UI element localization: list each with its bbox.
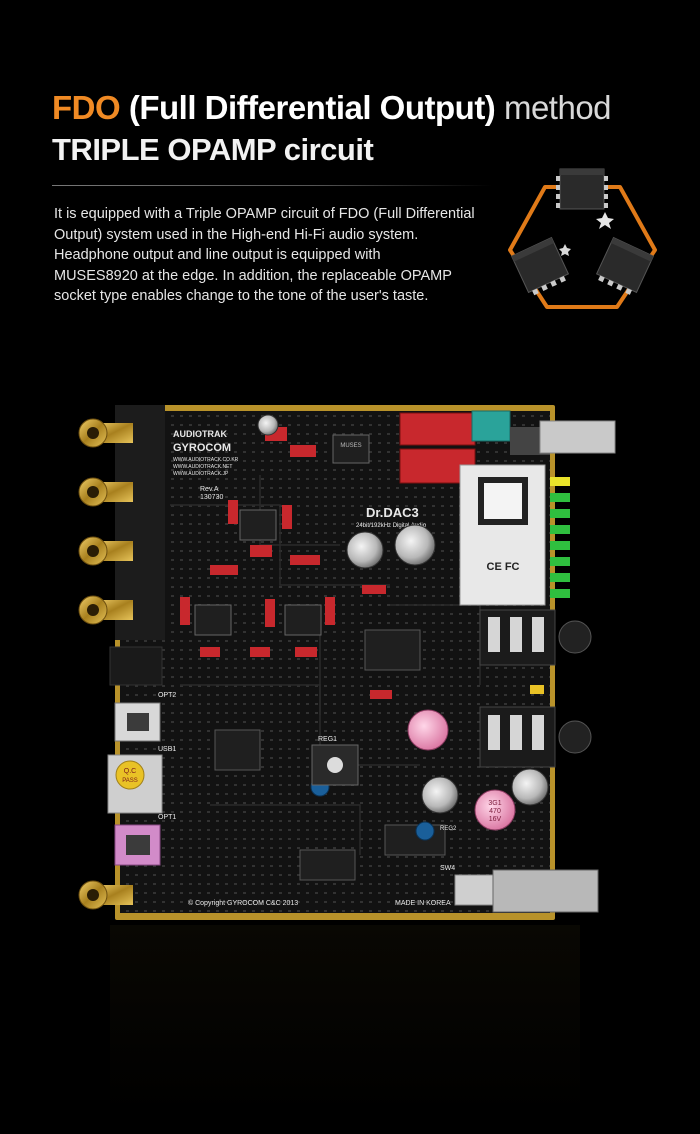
ic-chip — [384, 824, 446, 856]
cap-value: 470 — [489, 808, 501, 815]
model-sub-label: 24bit/192kHz Digital Audio — [356, 523, 427, 529]
electrolytic-capacitor — [346, 531, 384, 569]
sub-brand-label: GYROCOM — [173, 442, 231, 454]
ce-fc-mark: CE FC — [487, 561, 520, 573]
opamp-chip-left — [510, 236, 570, 296]
status-leds — [530, 477, 570, 694]
smd-resistors — [180, 427, 392, 699]
opamp-chip-right — [595, 236, 655, 295]
usb-controller-ic — [214, 729, 261, 771]
opamp-chip-top — [556, 168, 608, 210]
electrolytic-capacitor — [511, 768, 549, 806]
copyright-label: © Copyright GYROCOM C&C 2013 — [188, 899, 298, 907]
description-line: It is equipped with a Triple OPAMP circu… — [54, 206, 475, 222]
sw4-label: SW4 — [440, 865, 455, 872]
pink-capacitor — [407, 709, 449, 751]
description-line: Output) system used in the High-end Hi-F… — [54, 226, 419, 243]
triple-opamp-diagram — [508, 168, 657, 309]
heading-line-2: TRIPLE OPAMP circuit — [52, 132, 374, 167]
sparkle-icon — [596, 212, 614, 229]
heading-divider — [52, 185, 492, 186]
website-label: WWW.AUDIOTRACK.NET — [173, 464, 232, 470]
description: It is equipped with a Triple OPAMP circu… — [54, 204, 514, 307]
triangle-outline — [508, 185, 657, 309]
inductor — [415, 821, 435, 841]
description-line: socket type enables change to the tone o… — [54, 288, 429, 304]
cap-value: 3G1 — [488, 800, 501, 807]
electrolytic-capacitor — [394, 524, 436, 566]
opamp-ic — [284, 604, 322, 636]
opamp-ic: MUSES — [332, 434, 370, 464]
made-in-label: MADE IN KOREA — [395, 900, 451, 907]
usb-label: USB1 — [158, 746, 176, 753]
electrolytic-capacitor — [421, 776, 459, 814]
website-label: WWW.AUDIOTRACK.CO.KR — [173, 457, 239, 463]
volume-shaft — [539, 420, 616, 454]
revision-label: Rev.A — [200, 486, 219, 493]
heading-accent: FDO — [52, 89, 121, 126]
ic-chip — [364, 629, 421, 671]
opt1-label: OPT1 — [158, 814, 176, 821]
opt2-label: OPT2 — [158, 692, 176, 699]
opamp-ic — [194, 604, 232, 636]
website-label: WWW.AUDIOTRACK.JP — [173, 471, 229, 477]
description-line: MUSES8920 at the edge. In addition, the … — [54, 267, 452, 284]
headphone-jack — [479, 609, 592, 666]
sparkle-icon — [559, 244, 571, 256]
qc-label: Q.C — [124, 768, 136, 775]
heading-line-1: FDO (Full Differential Output) method — [52, 88, 612, 128]
opamp-ic — [239, 509, 277, 541]
pass-label: PASS — [122, 778, 138, 784]
heading-suffix: method — [503, 89, 612, 126]
ic-chip — [299, 849, 356, 881]
rca-jacks — [78, 418, 133, 910]
toggle-knob — [492, 869, 599, 913]
line-out-jack — [479, 706, 592, 768]
reg1-label: REG1 — [318, 736, 337, 743]
cap-value: 16V — [489, 816, 502, 823]
qc-pass-sticker — [115, 760, 145, 790]
description-line: Headphone output and line output is equi… — [54, 247, 381, 263]
rev-date-label: 130730 — [200, 494, 223, 501]
heading-paren: (Full Differential Output) — [128, 89, 496, 126]
reg2-label: REG2 — [440, 826, 457, 832]
power-jack — [109, 646, 163, 686]
electrolytic-capacitor — [257, 414, 279, 436]
model-label: Dr.DAC3 — [366, 505, 419, 520]
board-reflection — [110, 925, 580, 1115]
dac-circuit-board: Q.C PASS AUDIOTRAK GYROCOM WWW.AUDIOTRAC… — [78, 405, 616, 920]
brand-label: AUDIOTRAK — [173, 429, 227, 439]
pink-capacitor — [474, 789, 516, 831]
film-capacitor — [399, 412, 476, 446]
chip-label: MUSES — [340, 443, 361, 449]
heading: FDO (Full Differential Output) method TR… — [52, 88, 612, 170]
switch-housing — [454, 874, 494, 906]
trimmer-pot — [471, 410, 511, 442]
